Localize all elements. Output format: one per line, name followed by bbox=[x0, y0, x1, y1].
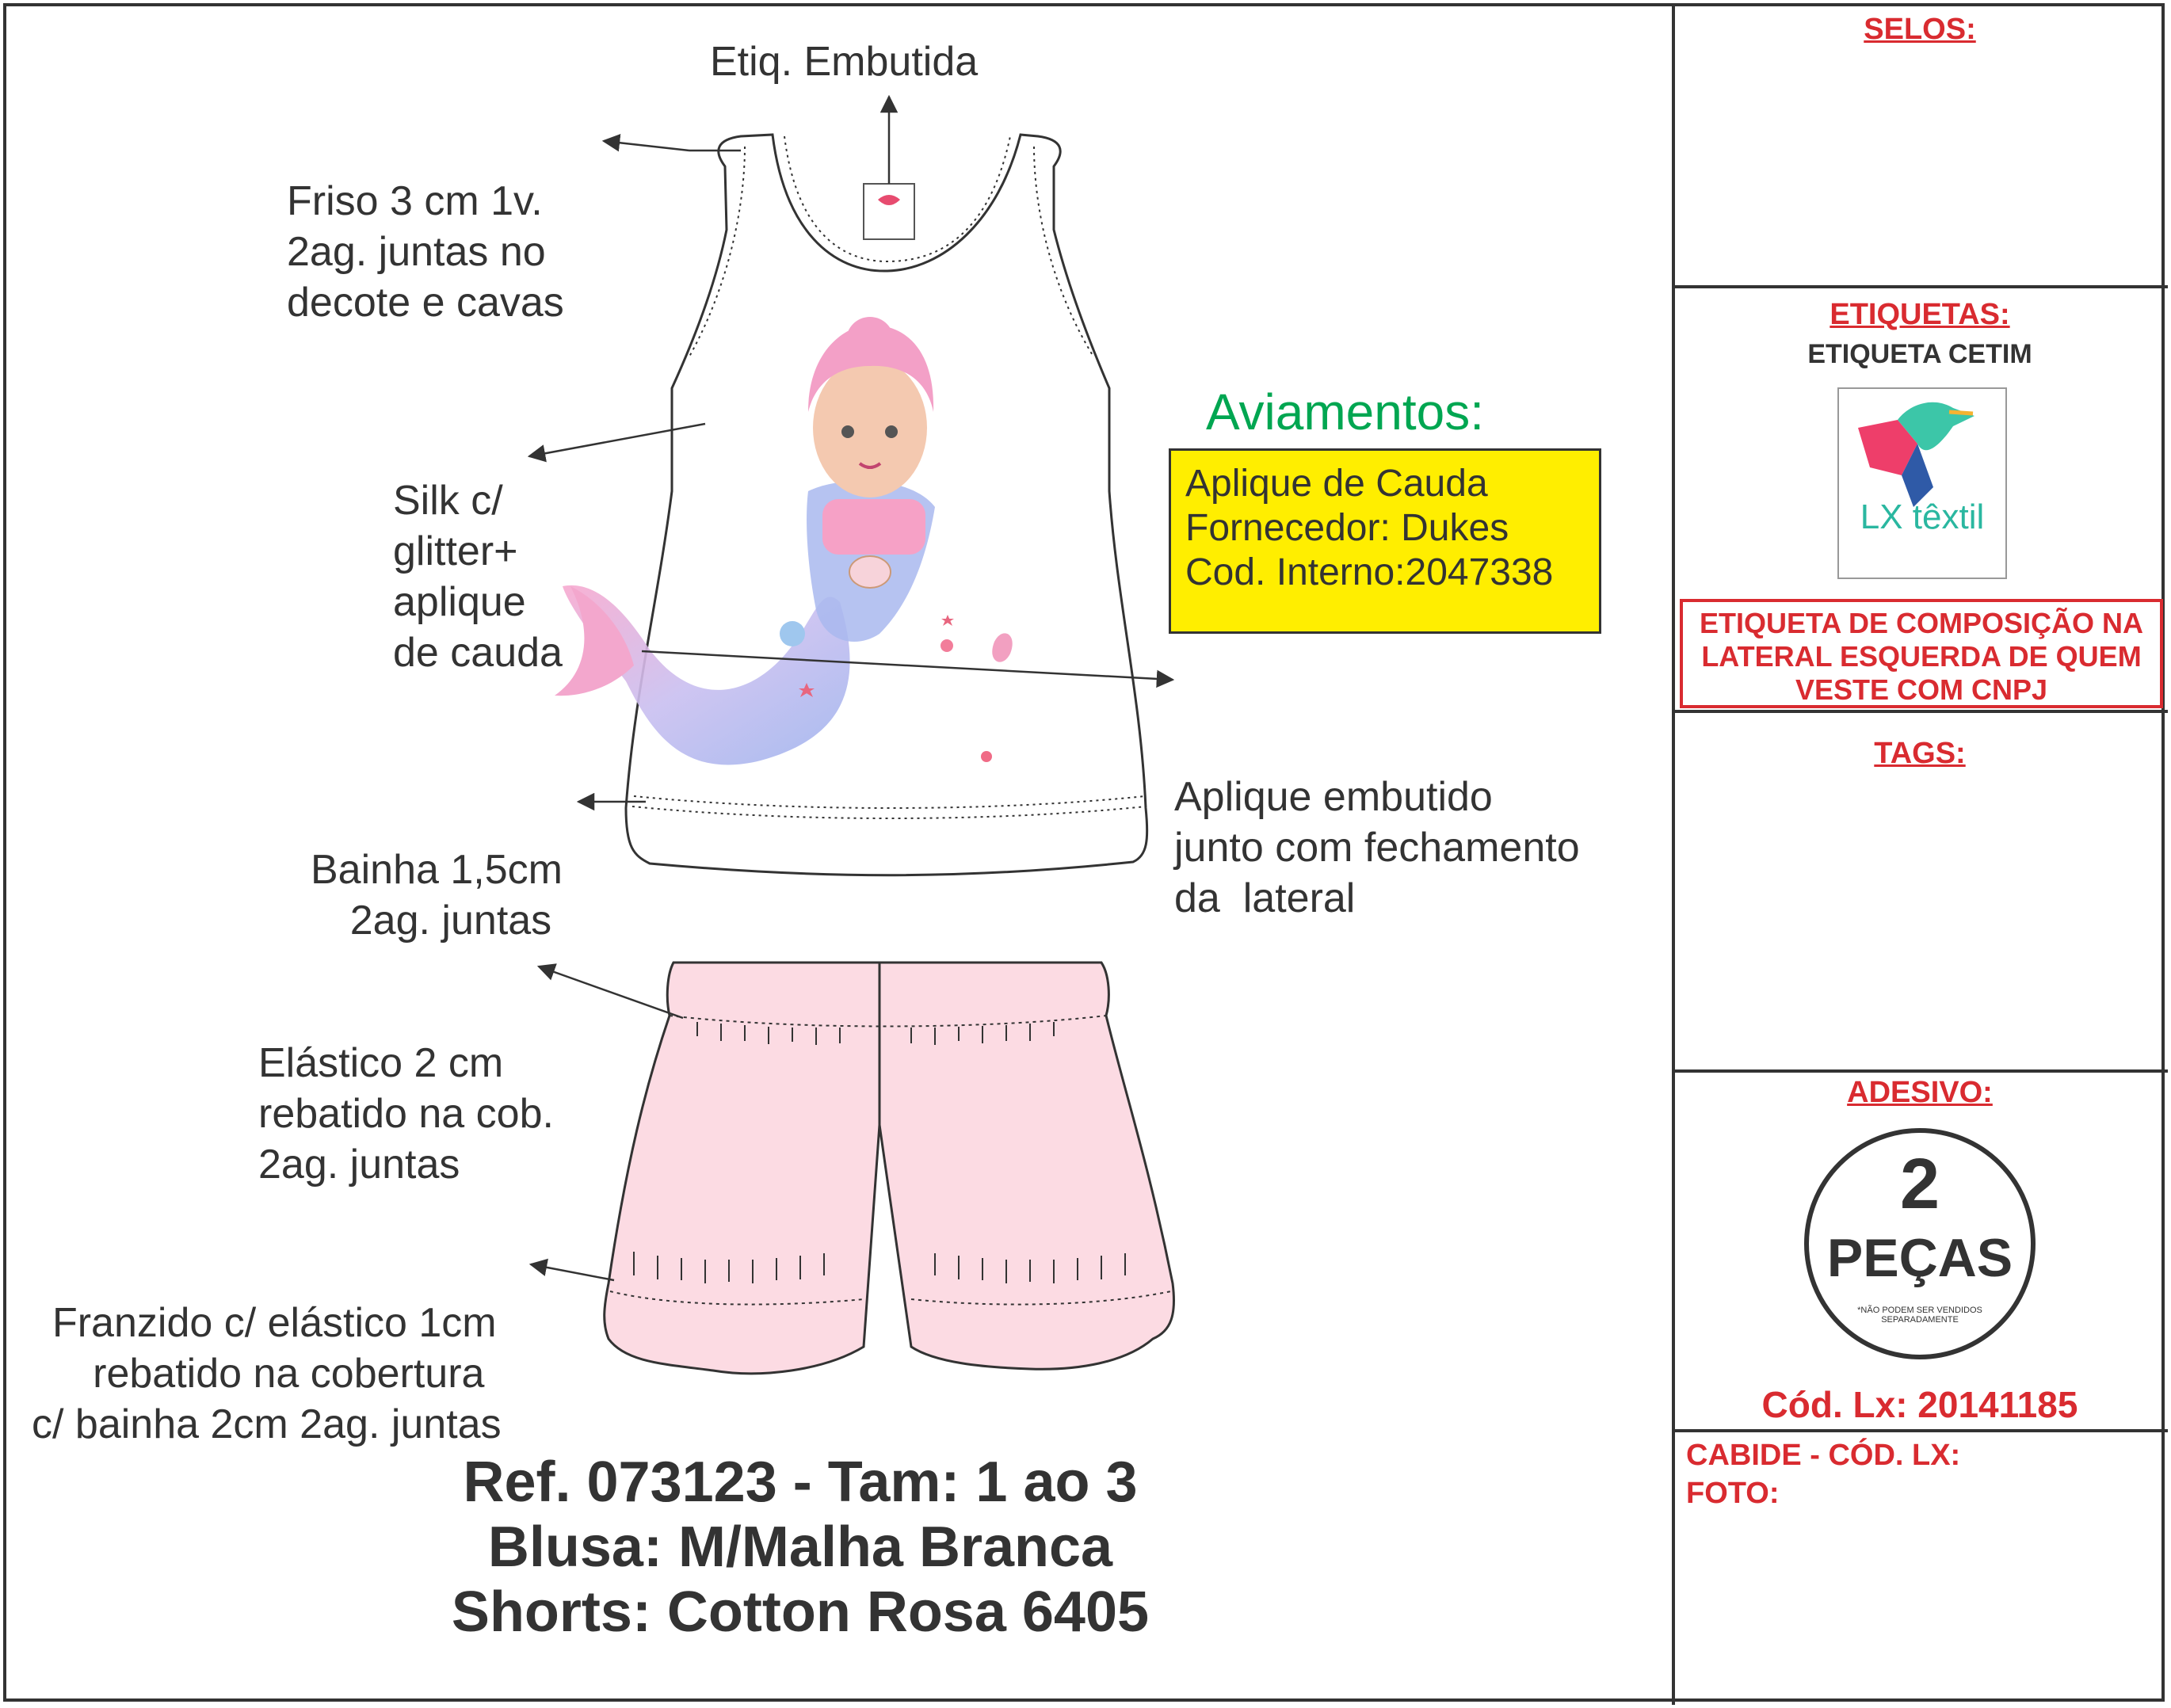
etiquetas-divider bbox=[1672, 710, 2168, 713]
logo-text: LX têxtil bbox=[1860, 498, 1985, 536]
seal-number: 2 bbox=[1899, 1145, 1940, 1224]
cabide-label: CABIDE - CÓD. LX: bbox=[1686, 1439, 1961, 1472]
sheet-border bbox=[3, 3, 2165, 1702]
neck-label-bird-icon bbox=[878, 195, 900, 205]
neck-label-icon bbox=[863, 183, 915, 240]
adesivo-heading: ADESIVO: bbox=[1847, 1076, 1993, 1109]
two-pieces-seal-icon bbox=[1804, 1128, 2036, 1359]
leader-lines bbox=[527, 94, 1175, 1282]
tags-divider bbox=[1672, 1069, 2168, 1073]
shorts-sketch bbox=[603, 961, 1176, 1375]
aviamentos-title: Aviamentos: bbox=[1206, 383, 1484, 440]
lx-textil-logo-icon bbox=[1837, 387, 2007, 579]
tags-heading: TAGS: bbox=[1874, 737, 1966, 770]
cod-lx: Cód. Lx: 20141185 bbox=[1761, 1384, 2078, 1425]
etiq-embutida-note: Etiq. Embutida bbox=[710, 39, 979, 85]
selos-divider bbox=[1672, 285, 2168, 288]
seal-small-print: *NÃO PODEM SER VENDIDOS SEPARADAMENTE bbox=[1857, 1306, 1982, 1325]
foto-label: FOTO: bbox=[1686, 1477, 1780, 1510]
selos-heading: SELOS: bbox=[1864, 13, 1976, 46]
etiqueta-cetim-label: ETIQUETA CETIM bbox=[1807, 339, 2032, 369]
seal-word: PEÇAS bbox=[1826, 1228, 2013, 1288]
sidebar-divider bbox=[1672, 3, 1675, 1705]
etiquetas-heading: ETIQUETAS: bbox=[1830, 298, 2010, 331]
adesivo-divider bbox=[1672, 1429, 2168, 1432]
mermaid-print-icon bbox=[555, 317, 1013, 765]
